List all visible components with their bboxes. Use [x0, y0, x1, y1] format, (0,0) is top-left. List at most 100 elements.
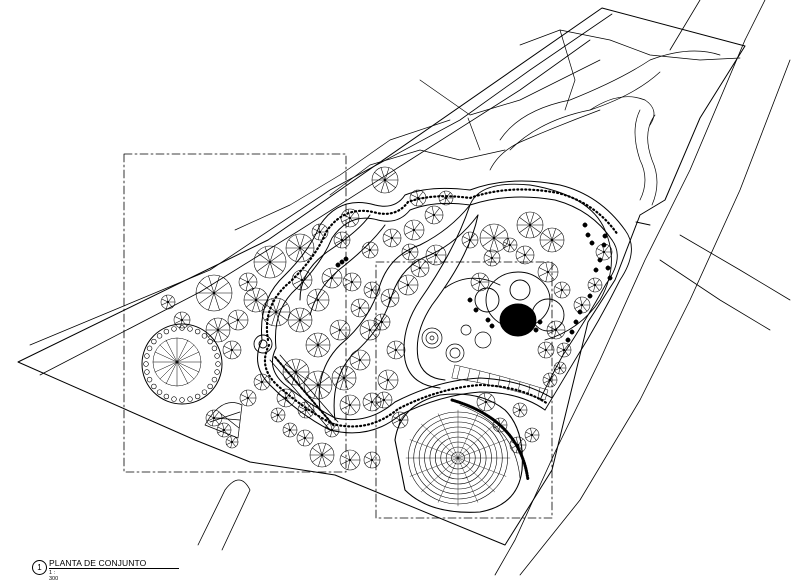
tree: [222, 340, 242, 360]
tree: [512, 402, 528, 418]
tree: [371, 166, 399, 194]
tree: [375, 391, 393, 409]
tree: [329, 319, 351, 341]
amphitheater-spoke: [457, 457, 479, 503]
bollard: [163, 328, 170, 335]
tree: [373, 313, 391, 331]
shrub: [607, 275, 613, 281]
tree: [403, 219, 425, 241]
tree: [227, 309, 249, 331]
bollard: [146, 376, 153, 383]
shrub: [537, 319, 543, 325]
shrub: [601, 242, 607, 248]
shrub: [467, 297, 473, 303]
title-underline: [49, 568, 179, 569]
context-parking-curve: [197, 479, 251, 551]
tree: [397, 274, 419, 296]
bollard: [194, 393, 201, 400]
shrub: [593, 267, 599, 273]
bollard: [194, 328, 201, 335]
view-scale: 1 : 300: [49, 570, 59, 582]
shrub: [489, 323, 495, 329]
shrub: [602, 233, 608, 239]
shrub: [485, 317, 491, 323]
plaza-bollard-ring: [143, 325, 221, 403]
shrub: [339, 259, 345, 265]
bollard: [151, 383, 157, 390]
tree: [309, 442, 335, 468]
bollard: [146, 345, 153, 352]
tree: [303, 370, 333, 400]
bollard: [171, 396, 177, 402]
tree: [243, 287, 269, 313]
tree: [205, 317, 231, 343]
amphitheater-spoke: [457, 439, 507, 459]
amphitheater-spoke: [457, 457, 507, 477]
tree: [516, 211, 544, 239]
tree: [216, 422, 232, 438]
bollard: [214, 353, 220, 359]
tree: [553, 361, 567, 375]
bollard: [179, 325, 185, 331]
shrub: [585, 232, 591, 238]
context-winding-paths: [234, 29, 741, 231]
tree: [270, 407, 286, 423]
tree: [537, 261, 559, 283]
amphitheater-spoke: [457, 457, 495, 493]
tree: [509, 436, 527, 454]
amphitheater-spoke: [409, 457, 459, 477]
tree: [587, 277, 603, 293]
bollard: [187, 396, 193, 402]
shrub: [565, 337, 571, 343]
promenade-paving-ticks: [263, 188, 620, 428]
tree: [537, 341, 555, 359]
amphitheater-spoke: [437, 457, 459, 503]
bollard: [143, 361, 149, 367]
tree: [291, 269, 313, 291]
tree: [573, 296, 591, 314]
shrub: [597, 257, 603, 263]
tree: [461, 231, 479, 249]
tree: [238, 272, 258, 292]
site-boundary: [17, 7, 746, 546]
bollard: [144, 369, 150, 375]
tree: [350, 298, 370, 318]
tree: [225, 435, 239, 449]
bollard: [187, 326, 193, 332]
tree: [239, 389, 257, 407]
tree: [410, 258, 430, 278]
tree: [539, 227, 565, 253]
tree: [476, 392, 496, 412]
bollard: [144, 353, 150, 359]
amphitheater-spoke: [457, 413, 479, 459]
tree: [546, 320, 566, 340]
tree: [409, 189, 427, 207]
bollard: [211, 376, 218, 383]
bollard: [201, 389, 208, 395]
bollard: [211, 345, 218, 352]
view-title: PLANTA DE CONJUNTO: [49, 558, 147, 568]
tree: [205, 409, 223, 427]
tree: [276, 388, 296, 408]
tree: [438, 190, 454, 206]
shrub: [589, 240, 595, 246]
tree: [479, 223, 509, 253]
tree: [515, 245, 535, 265]
amphitheater-spoke: [457, 423, 495, 459]
tree: [253, 373, 271, 391]
tree: [401, 243, 419, 261]
tree: [253, 245, 287, 279]
plaza-radial-tree: [152, 337, 202, 387]
shrub-symbols: [335, 222, 613, 343]
tree: [333, 231, 351, 249]
amphitheater: [394, 393, 530, 513]
tree: [542, 372, 558, 388]
zone-outlines: [123, 153, 553, 519]
bollard: [156, 333, 163, 339]
west-diagonal-ramp: [269, 354, 339, 431]
tree: [349, 349, 371, 371]
view-number-bubble: 1: [32, 560, 47, 575]
tree-symbols: [160, 166, 613, 471]
tree: [311, 223, 329, 241]
